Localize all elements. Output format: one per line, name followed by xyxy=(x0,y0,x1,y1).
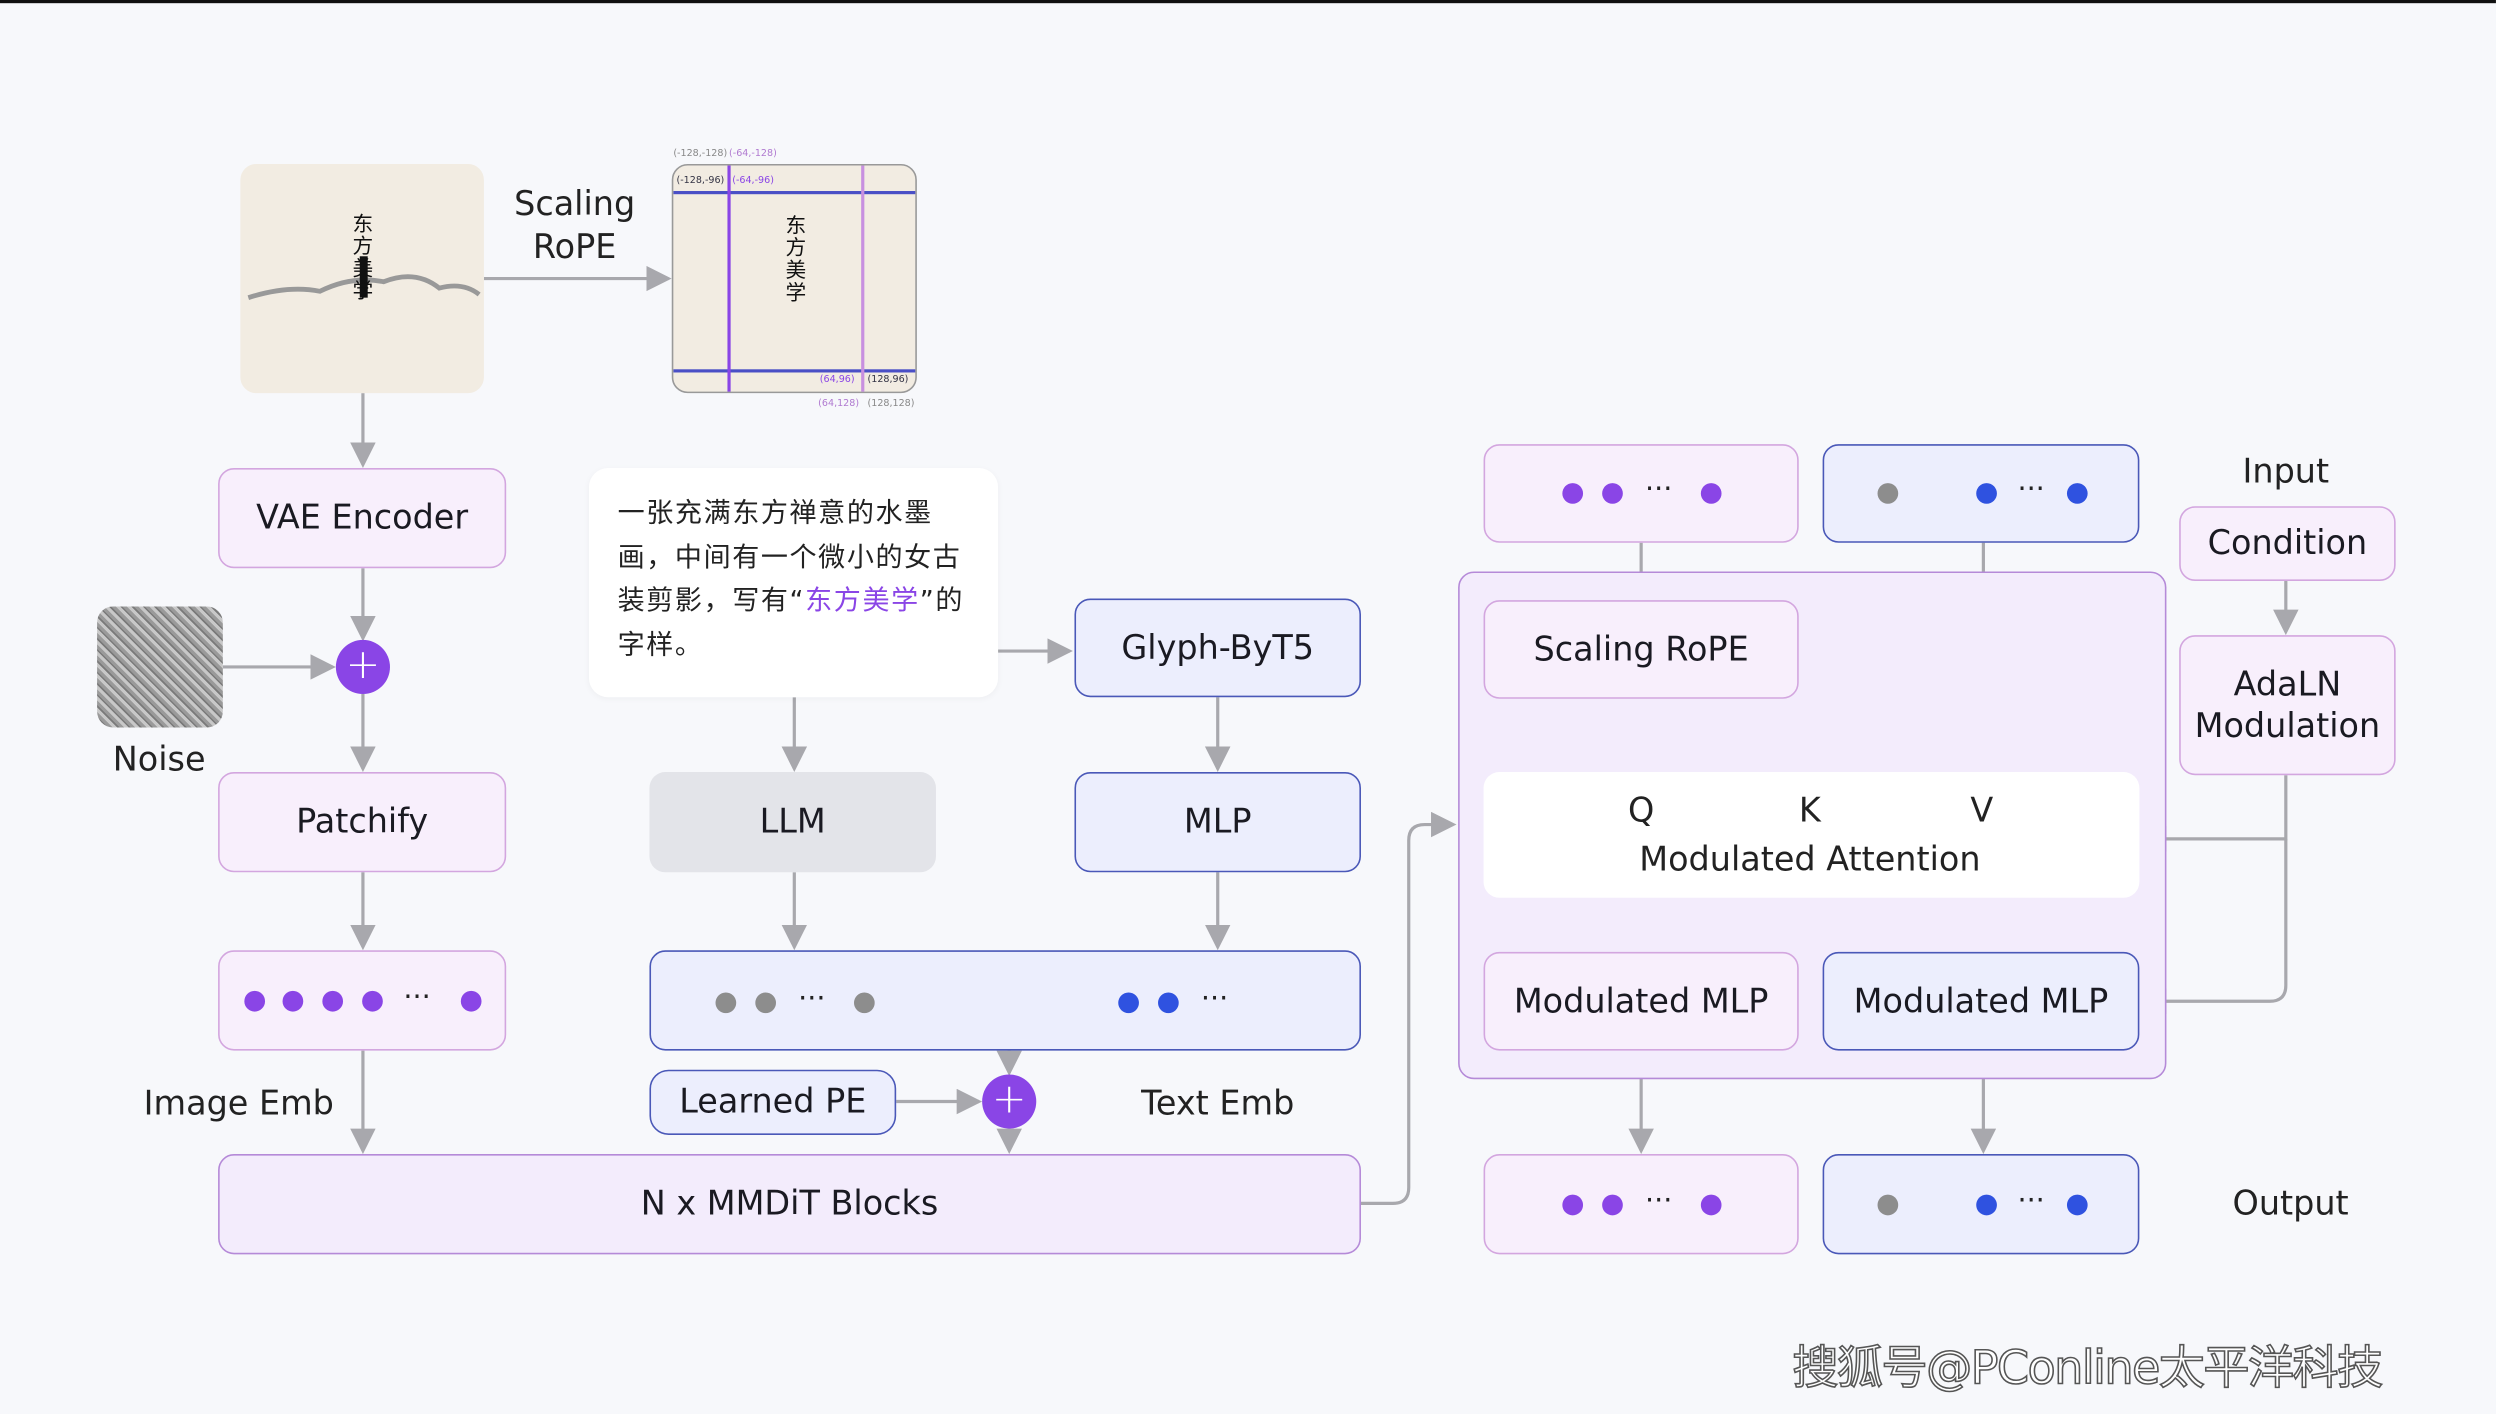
token-dot xyxy=(1562,483,1584,504)
token-dot xyxy=(1976,1194,1997,1216)
token-dot xyxy=(854,992,875,1014)
input-image-thumbnail: 东方美学 xyxy=(240,163,484,394)
coord-label: (-64,-96) xyxy=(732,175,774,187)
token-dot xyxy=(1602,1194,1623,1216)
token-dot xyxy=(1877,1194,1899,1216)
image-emb-label: Image Emb xyxy=(143,1084,334,1123)
text-emb-label: Text Emb xyxy=(1141,1084,1295,1123)
learned-pe-box: Learned PE xyxy=(649,1069,897,1135)
token-dot xyxy=(2066,483,2088,504)
vae-encoder-box: VAE Encoder xyxy=(218,467,507,569)
scaling-rope-box: Scaling RoPE xyxy=(1483,600,1799,699)
coord-label: (64,96) xyxy=(819,374,855,386)
prompt-text-box: 一张充满东方禅意的水墨画，中间有一个微小的女古装剪影，写有“东方美学”的字样。 xyxy=(588,467,999,698)
q-label: Q xyxy=(1627,791,1655,830)
token-dot xyxy=(1562,1194,1584,1216)
modulated-attention-box xyxy=(1483,772,2140,898)
add-icon: + xyxy=(982,1074,1037,1129)
coord-label: (128,128) xyxy=(867,397,915,410)
token-dot xyxy=(460,990,482,1012)
token-dot xyxy=(1700,483,1722,504)
prompt-highlight: 东方美学 xyxy=(805,585,920,618)
ellipsis: ··· xyxy=(2017,472,2045,507)
coord-label: (-128,-96) xyxy=(676,175,725,187)
coord-label: (-128,-128) xyxy=(673,148,728,160)
noise-label: Noise xyxy=(112,740,206,779)
token-dot xyxy=(362,990,383,1012)
rope-poster-text: 东方美学 xyxy=(785,214,807,306)
token-dot xyxy=(282,990,304,1012)
ellipsis: ··· xyxy=(1644,472,1673,507)
poster-text: 东方美学 xyxy=(352,213,374,305)
modulated-mlp-text-box: Modulated MLP xyxy=(1822,951,2140,1051)
llm-box: LLM xyxy=(649,772,936,873)
rope-grid-image: 东方美学 (-128,-96) (-64,-96) (64,96) (128,9… xyxy=(671,163,917,394)
token-dot xyxy=(1118,992,1139,1014)
token-dot xyxy=(755,992,777,1014)
mlp-box: MLP xyxy=(1074,772,1361,873)
adaln-modulation-box: AdaLN Modulation xyxy=(2179,635,2396,776)
prompt-text-end: ”的字样。 xyxy=(617,585,965,662)
coord-label: (64,128) xyxy=(818,397,860,410)
noise-image xyxy=(97,606,223,728)
condition-box: Condition xyxy=(2179,506,2396,582)
scaling-rope-label-1: Scaling xyxy=(514,184,636,223)
output-label: Output xyxy=(2232,1184,2349,1223)
ellipsis: ··· xyxy=(403,980,431,1014)
token-dot xyxy=(1158,992,1179,1014)
ellipsis: ··· xyxy=(1644,1184,1673,1218)
attention-label: Modulated Attention xyxy=(1639,840,1981,879)
image-token-input-box xyxy=(1483,444,1799,543)
patchify-box: Patchify xyxy=(218,772,507,873)
watermark: 搜狐号@PConline太平洋科技 xyxy=(1792,1339,2384,1395)
token-dot xyxy=(1877,483,1899,504)
token-dot xyxy=(1602,483,1623,504)
token-dot xyxy=(1700,1194,1722,1216)
image-token-output-box xyxy=(1483,1154,1799,1255)
k-label: K xyxy=(1798,791,1821,830)
ellipsis: ··· xyxy=(2017,1184,2045,1218)
token-dot xyxy=(715,992,737,1014)
token-dot xyxy=(2066,1194,2088,1216)
glyph-byt5-box: Glyph-ByT5 xyxy=(1074,598,1361,698)
token-dot xyxy=(322,990,344,1012)
modulated-mlp-image-box: Modulated MLP xyxy=(1483,951,1799,1051)
mmdit-blocks-box: N x MMDiT Blocks xyxy=(218,1154,1361,1255)
token-dot xyxy=(244,990,266,1012)
input-label: Input xyxy=(2242,452,2330,491)
prompt-text: 一张充满东方禅意的水墨画，中间有一个微小的女古装剪影，写有“ xyxy=(617,498,962,618)
v-label: V xyxy=(1970,791,1994,830)
coord-label: (-64,-128) xyxy=(729,148,777,160)
ellipsis: ··· xyxy=(798,982,826,1016)
token-dot xyxy=(1976,483,1997,504)
ellipsis: ··· xyxy=(1200,982,1229,1016)
add-icon: + xyxy=(335,639,390,695)
ink-mountain-icon xyxy=(247,256,481,300)
scaling-rope-label-2: RoPE xyxy=(532,227,617,266)
coord-label: (128,96) xyxy=(867,374,909,386)
